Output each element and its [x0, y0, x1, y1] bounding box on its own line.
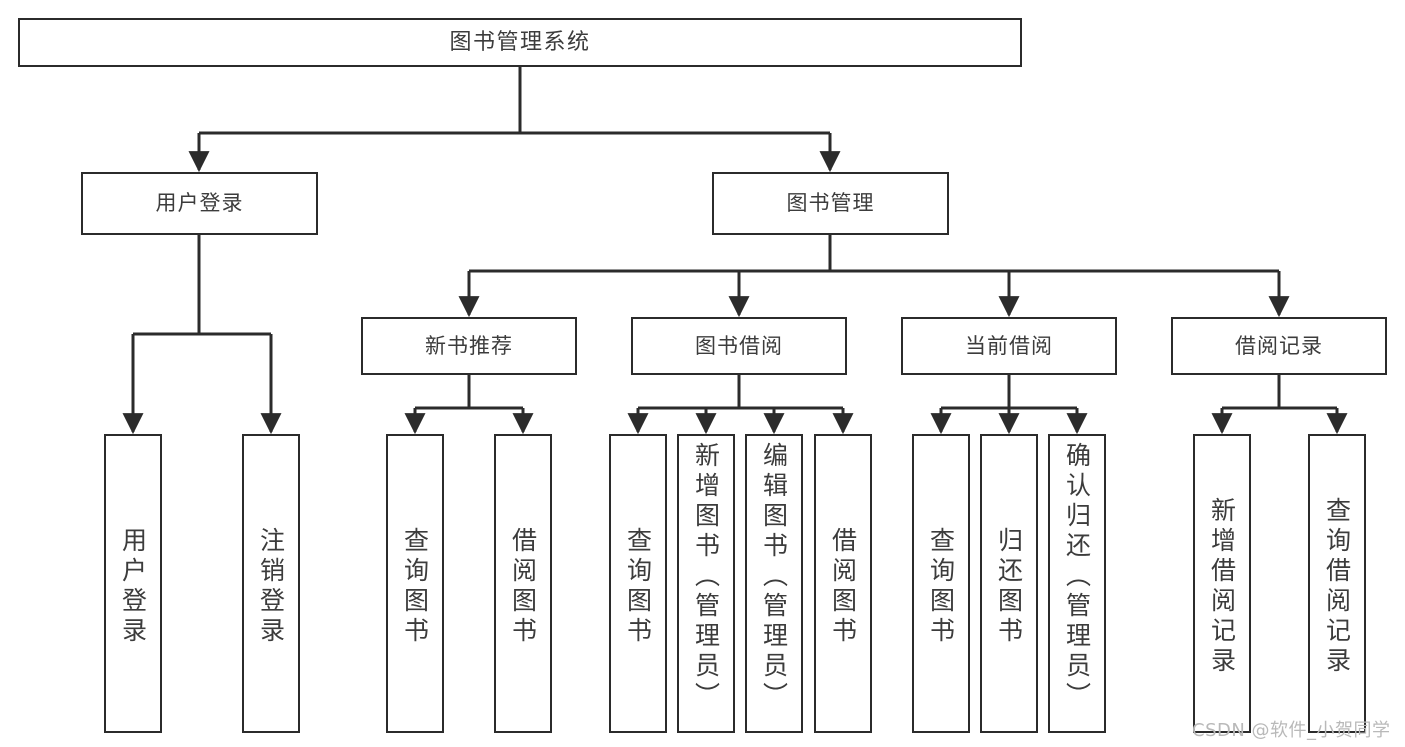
node-book-manage[interactable]: 图书管理: [712, 172, 949, 235]
node-leaf-add-book[interactable]: 新增图书（管理员）: [677, 434, 735, 733]
node-leaf-logout-label: 注销登录: [256, 526, 286, 647]
node-leaf-logout[interactable]: 注销登录: [242, 434, 300, 733]
node-leaf-borrow-book-1[interactable]: 借阅图书: [494, 434, 552, 733]
node-leaf-add-book-label: 新增图书（管理员）: [691, 442, 721, 712]
node-borrow-record-label: 借阅记录: [1235, 333, 1323, 358]
node-book-borrow[interactable]: 图书借阅: [631, 317, 847, 375]
node-new-book-rec[interactable]: 新书推荐: [361, 317, 577, 375]
node-leaf-edit-book-label: 编辑图书（管理员）: [759, 442, 789, 712]
node-leaf-query-record[interactable]: 查询借阅记录: [1308, 434, 1366, 733]
node-leaf-add-record[interactable]: 新增借阅记录: [1193, 434, 1251, 733]
node-book-borrow-label: 图书借阅: [695, 333, 783, 358]
node-new-book-rec-label: 新书推荐: [425, 333, 513, 358]
node-leaf-query-book-2[interactable]: 查询图书: [609, 434, 667, 733]
node-leaf-confirm-return[interactable]: 确认归还（管理员）: [1048, 434, 1106, 733]
node-current-borrow-label: 当前借阅: [965, 333, 1053, 358]
node-leaf-user-login-label: 用户登录: [118, 526, 148, 647]
node-leaf-borrow-book-2-label: 借阅图书: [828, 526, 858, 647]
node-leaf-return-book-label: 归还图书: [994, 526, 1024, 647]
node-leaf-query-book-3[interactable]: 查询图书: [912, 434, 970, 733]
node-leaf-query-book-1[interactable]: 查询图书: [386, 434, 444, 733]
node-leaf-query-book-2-label: 查询图书: [623, 526, 653, 647]
node-leaf-edit-book[interactable]: 编辑图书（管理员）: [745, 434, 803, 733]
node-leaf-borrow-book-1-label: 借阅图书: [508, 526, 538, 647]
node-user-login[interactable]: 用户登录: [81, 172, 318, 235]
node-book-manage-label: 图书管理: [786, 191, 875, 216]
node-leaf-add-record-label: 新增借阅记录: [1207, 496, 1237, 677]
node-leaf-query-book-3-label: 查询图书: [926, 526, 956, 647]
node-leaf-return-book[interactable]: 归还图书: [980, 434, 1038, 733]
node-leaf-borrow-book-2[interactable]: 借阅图书: [814, 434, 872, 733]
node-current-borrow[interactable]: 当前借阅: [901, 317, 1117, 375]
node-leaf-user-login[interactable]: 用户登录: [104, 434, 162, 733]
node-root-label: 图书管理系统: [449, 29, 591, 55]
csdn-watermark: CSDN @软件_小贺同学: [1192, 720, 1391, 741]
node-root[interactable]: 图书管理系统: [18, 18, 1022, 67]
node-user-login-label: 用户登录: [155, 191, 244, 216]
node-leaf-confirm-return-label: 确认归还（管理员）: [1062, 442, 1092, 712]
node-leaf-query-record-label: 查询借阅记录: [1322, 496, 1352, 677]
node-leaf-query-book-1-label: 查询图书: [400, 526, 430, 647]
node-borrow-record[interactable]: 借阅记录: [1171, 317, 1387, 375]
